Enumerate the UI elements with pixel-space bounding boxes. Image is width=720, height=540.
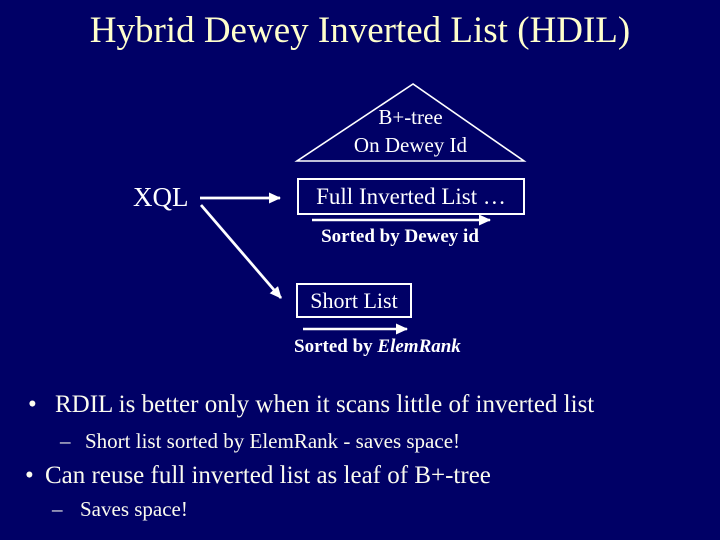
- bullet-item-1-sub: – Short list sorted by ElemRank - saves …: [60, 429, 460, 454]
- btree-label-line1: B+-tree: [378, 105, 443, 129]
- sub-bullet-text: Saves space!: [80, 497, 188, 521]
- btree-label: B+-tree On Dewey Id: [297, 103, 524, 159]
- arrow-xql-to-short-list: [199, 204, 283, 299]
- query-source-label: XQL: [133, 182, 189, 212]
- sub-bullet-marker: –: [52, 497, 63, 521]
- btree-triangle-outline: [294, 83, 527, 162]
- full-list-sort-caption: Sorted by Dewey id: [321, 226, 479, 247]
- short-list-label: Short List: [310, 287, 398, 313]
- short-list-box: Short List: [296, 283, 412, 318]
- btree-label-line2: On Dewey Id: [353, 133, 468, 157]
- slide-title: Hybrid Dewey Inverted List (HDIL): [89, 10, 631, 51]
- full-inverted-list-box: Full Inverted List …: [297, 178, 525, 215]
- full-inverted-list-label: Full Inverted List …: [316, 183, 506, 209]
- short-list-sort-caption-italic: ElemRank: [377, 336, 461, 357]
- sub-bullet-text: Short list sorted by ElemRank - saves sp…: [85, 429, 461, 453]
- bullet-item-2: • Can reuse full inverted list as leaf o…: [25, 462, 491, 490]
- bullet-item-1: • RDIL is better only when it scans litt…: [28, 391, 594, 419]
- bullet-item-2-sub: – Saves space!: [52, 497, 188, 522]
- bullet-marker: •: [28, 391, 37, 418]
- bullet-marker: •: [25, 462, 34, 489]
- sub-bullet-marker: –: [60, 429, 71, 453]
- bullet-text: Can reuse full inverted list as leaf of …: [45, 462, 491, 489]
- short-list-sort-caption-plain: Sorted by: [294, 336, 378, 357]
- bullet-text: RDIL is better only when it scans little…: [55, 391, 595, 418]
- short-list-sort-caption: Sorted by ElemRank: [294, 336, 461, 358]
